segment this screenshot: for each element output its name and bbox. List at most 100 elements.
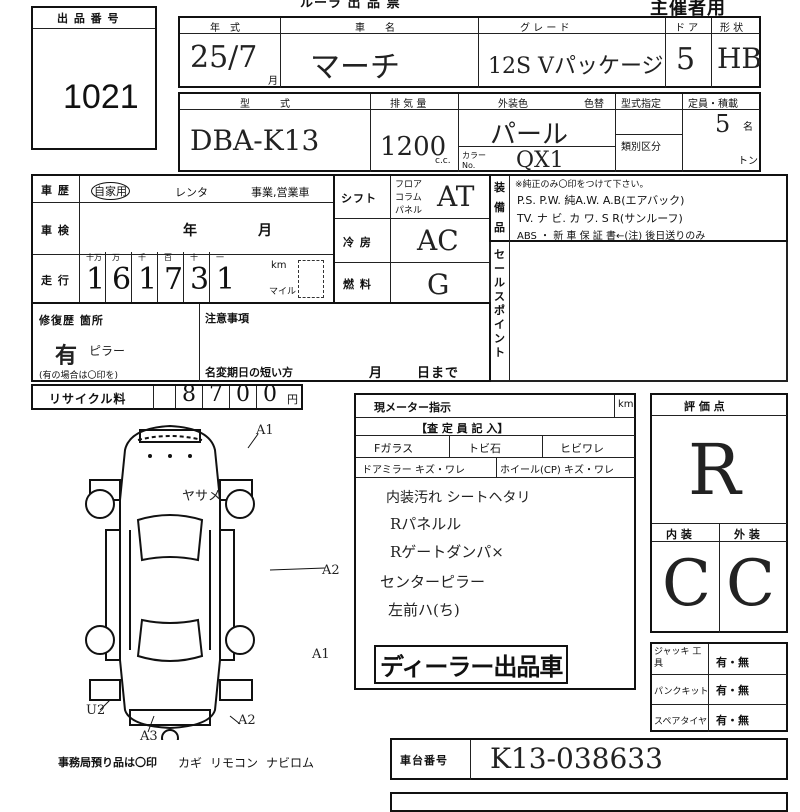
damage-mark-u2: U2 bbox=[86, 703, 105, 718]
chip-label: トビ石 bbox=[468, 442, 501, 455]
inspector-note-4: センターピラー bbox=[380, 573, 486, 591]
recycle-digit-value: 0 bbox=[236, 382, 250, 407]
jack-label: ジャッキ 工 具 bbox=[654, 647, 702, 669]
capacity-value: 5 bbox=[715, 110, 731, 138]
row1-box: 年 式 車 名 グ レ ー ド ド ア 形 状 25/7 月 マーチ 12S V… bbox=[178, 16, 762, 88]
grade-label: グ レ ー ド bbox=[520, 23, 570, 34]
name-change-month: 月 bbox=[369, 366, 384, 381]
mileage-digit-value: 1 bbox=[138, 262, 158, 297]
equipment-line1: P.S. P.W. 純A.W. A.B(エアバック) bbox=[517, 194, 685, 207]
inspector-title: 【査 定 員 記 入】 bbox=[416, 422, 509, 435]
repair-footnote: (有の場合は〇印を) bbox=[39, 371, 119, 381]
mileage-label: 走 行 bbox=[41, 274, 70, 287]
inspector-note-5: 左前ハ(ち) bbox=[388, 601, 460, 619]
fuel-value: G bbox=[427, 268, 450, 301]
meter-label: 現メーター指示 bbox=[374, 401, 451, 414]
mid-box: シフト フロア コラム パネル AT 冷 房 AC 燃 料 G bbox=[333, 174, 491, 304]
recycle-digit-cell: 8 bbox=[175, 382, 202, 408]
puncture-label: パンクキット bbox=[654, 687, 709, 697]
year-value: 25/7 bbox=[190, 40, 258, 75]
shift-option-panel: パネル bbox=[395, 206, 423, 216]
year-label: 年 式 bbox=[210, 23, 240, 34]
color-change-label: 色替 bbox=[584, 99, 604, 110]
car-name-label: 車 名 bbox=[355, 23, 395, 34]
car-damage-diagram: A1 ヤサメ A2 U3 A1 U2 A3 A2 bbox=[85, 423, 340, 740]
inspection-label: 車 検 bbox=[41, 224, 70, 237]
history-option-rental: レンタ bbox=[175, 186, 208, 199]
deposit-item-remote: リモコン bbox=[210, 756, 259, 770]
lot-number-label: 出 品 番 号 bbox=[57, 12, 120, 25]
bottom-edge-box bbox=[390, 792, 788, 812]
meter-km-unit: km bbox=[618, 399, 634, 410]
month-unit: 月 bbox=[268, 76, 278, 87]
shape-value: HB bbox=[717, 42, 762, 75]
mileage-digit-label: 万 bbox=[112, 253, 120, 262]
damage-mark-rear-note: ヤサメ bbox=[182, 489, 221, 504]
deposit-label: 事務局預り品は〇印 bbox=[58, 756, 157, 769]
model-label: 型 式 bbox=[240, 99, 290, 110]
capacity-unit: 名 bbox=[743, 122, 753, 133]
km-label: km bbox=[271, 260, 287, 271]
capacity-label: 定員・積載 bbox=[688, 99, 738, 110]
mileage-digit-value: 6 bbox=[112, 262, 132, 297]
lot-number-value: 1021 bbox=[63, 78, 139, 116]
grade-label: 評 価 点 bbox=[684, 400, 725, 413]
inspector-note-2: Rパネルル bbox=[390, 515, 462, 533]
model-type-label: 型式指定 bbox=[621, 99, 661, 110]
mileage-digit-value: 7 bbox=[164, 262, 184, 297]
color-value: パール bbox=[490, 120, 569, 150]
displacement-value: 1200 bbox=[380, 132, 447, 162]
exterior-label: 外 装 bbox=[734, 528, 760, 541]
grade-box: 評 価 点 R 内 装 外 装 C C bbox=[650, 393, 788, 633]
doors-value: 5 bbox=[676, 42, 696, 77]
glass-label: Fガラス bbox=[374, 442, 414, 455]
mileage-digit-value: 1 bbox=[216, 262, 236, 297]
damage-mark-a3: A3 bbox=[139, 729, 158, 740]
deposit-item-key: カギ bbox=[178, 756, 203, 770]
grade-value: 12S Vパッケージ bbox=[488, 54, 664, 79]
model-value: DBA-K13 bbox=[190, 124, 320, 157]
inspector-box: 現メーター指示 km 【査 定 員 記 入】 Fガラス トビ石 ヒビワレ ドアミ… bbox=[354, 393, 636, 690]
color-no-value: QX1 bbox=[516, 148, 564, 173]
repair-notes-box: 修復歴 箇所 有 ピラー (有の場合は〇印を) 注意事項 名変期日の短い方 月 … bbox=[31, 302, 491, 382]
equipment-note: ※純正のみ〇印をつけて下さい。 bbox=[515, 180, 649, 190]
chassis-label: 車台番号 bbox=[400, 754, 448, 767]
owner-copy-label: 主催者用 bbox=[650, 0, 726, 19]
mileage-digit-label: 十万 bbox=[86, 253, 102, 262]
equipment-line3: ABS ・ 新 車 保 証 書←(注) 後日送りのみ bbox=[517, 231, 706, 242]
exterior-value: C bbox=[726, 547, 775, 621]
repair-value: 有 bbox=[55, 343, 78, 369]
recycle-digit-cell: 7 bbox=[202, 382, 229, 408]
shift-label: シフト bbox=[341, 192, 377, 205]
crack-label: ヒビワレ bbox=[560, 442, 604, 455]
mileage-digit-label: 百 bbox=[164, 253, 172, 262]
damage-mark-a1-right: A1 bbox=[311, 647, 330, 662]
inspector-note-1: 内装汚れ シートヘタリ bbox=[386, 490, 531, 506]
jack-choice: 有・無 bbox=[716, 656, 749, 669]
displacement-label: 排 気 量 bbox=[390, 99, 427, 110]
mileage-digit-value: 1 bbox=[86, 262, 106, 297]
recycle-digit-value: 7 bbox=[209, 382, 223, 407]
sales-point-label: セールスポイント bbox=[494, 248, 506, 359]
inspection-year-unit: 年 bbox=[183, 223, 198, 239]
recycle-digit-cell: 0 bbox=[229, 382, 256, 408]
tools-box: ジャッキ 工 具 有・無 パンクキット 有・無 スペアタイヤ 有・無 bbox=[650, 642, 788, 732]
shape-label: 形 状 bbox=[720, 23, 744, 34]
mileage-digit-label: 一 bbox=[216, 253, 224, 262]
ac-label: 冷 房 bbox=[343, 236, 372, 249]
shift-option-column: コラム bbox=[395, 193, 422, 203]
recycle-label: リサイクル料 bbox=[49, 392, 127, 406]
mile-label: マイル bbox=[269, 287, 297, 297]
inspector-note-3: Rゲートダンパ× bbox=[390, 543, 504, 561]
ac-value: AC bbox=[417, 224, 459, 257]
category-label: 類別区分 bbox=[621, 142, 661, 153]
recycle-box: リサイクル料 円 bbox=[31, 384, 303, 410]
lot-number-box: 出 品 番 号 1021 bbox=[31, 6, 157, 150]
color-no-label: カラー No. bbox=[462, 151, 486, 170]
mirror-label: ドアミラー キズ・ワレ bbox=[362, 465, 465, 476]
sales-point-box: セールスポイント bbox=[489, 242, 788, 382]
